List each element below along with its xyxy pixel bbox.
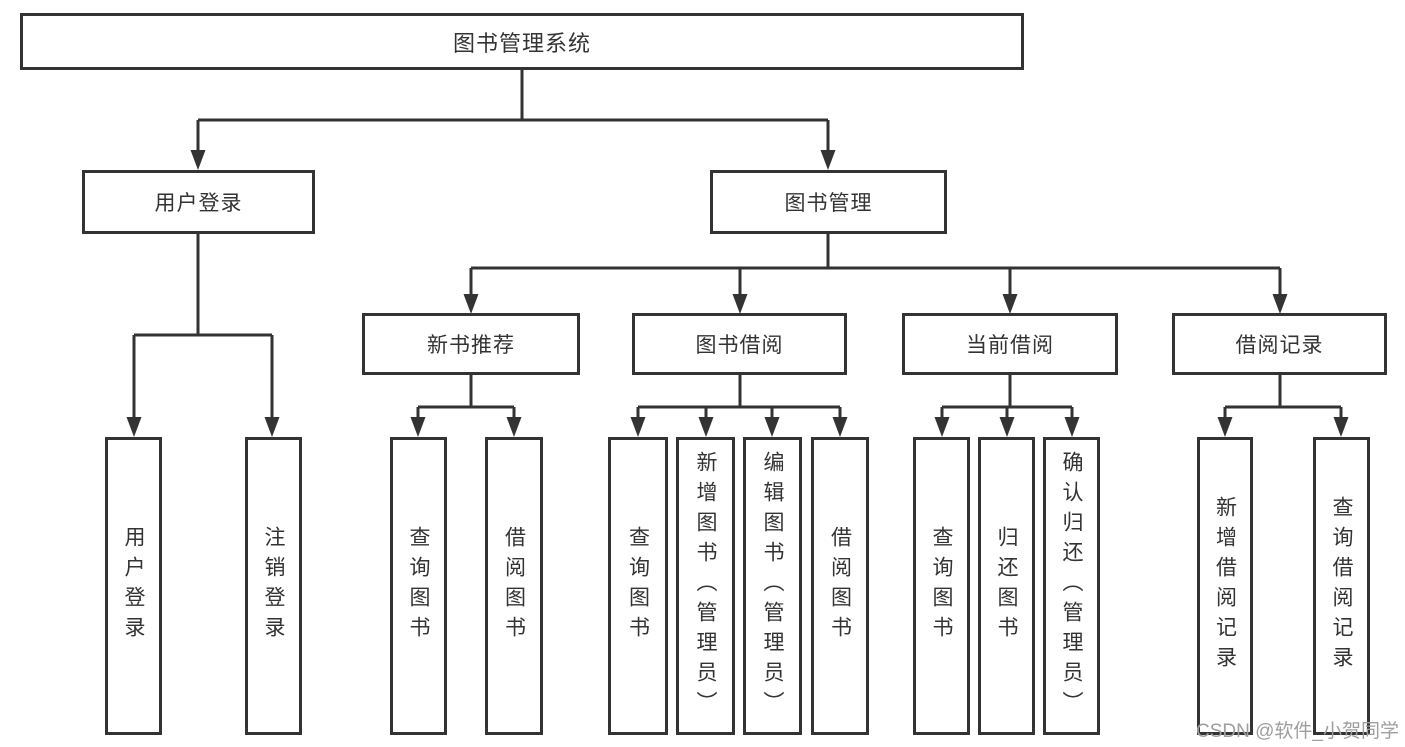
node-new-book-recommend-label: 新书推荐 [427,334,515,357]
arrowhead-cb-confirm [1064,417,1080,437]
arrowhead-leaf-login [126,417,142,437]
leaf-bb-add-books-admin-label: 新增图书（管理员） [694,451,717,721]
leaf-logout: 注销登录 [245,437,302,735]
leaf-cb-query-books: 查询图书 [913,437,970,735]
arrowhead-new-book [463,294,479,314]
arrowhead-leaf-logout [264,417,280,437]
arrowhead-br-add [1217,417,1233,437]
node-root-label: 图书管理系统 [452,30,591,56]
leaf-br-query-record-label: 查询借阅记录 [1330,496,1353,676]
leaf-br-add-record-label: 新增借阅记录 [1213,496,1237,676]
arrowhead-br-query [1333,417,1349,437]
leaf-nb-borrow-books-label: 借阅图书 [502,526,526,646]
node-borrowing-records-label: 借阅记录 [1235,334,1324,357]
arrowhead-book-borrow [732,294,748,314]
leaf-user-login: 用户登录 [105,437,162,735]
arrowhead-bb-add [698,417,714,437]
arrowhead-book-mgmt [820,150,836,170]
leaf-bb-borrow-books-label: 借阅图书 [828,526,852,646]
leaf-cb-return-books: 归还图书 [978,437,1035,735]
arrowhead-user-login [190,150,206,170]
node-book-borrowing: 图书借阅 [632,313,847,375]
arrowhead-nb-query [410,417,426,437]
leaf-bb-query-books-label: 查询图书 [626,526,650,646]
node-current-borrowing: 当前借阅 [902,313,1118,375]
leaf-br-add-record: 新增借阅记录 [1197,437,1253,735]
node-user-login-label: 用户登录 [154,192,243,215]
arrowhead-borrow-record [1272,294,1288,314]
arrowhead-nb-borrow [506,417,522,437]
leaf-bb-borrow-books: 借阅图书 [811,437,869,735]
csdn-watermark-text: CSDN @软件_小贺同学 [1196,721,1399,742]
leaf-cb-query-books-label: 查询图书 [930,526,953,646]
arrowhead-current-borrow [1002,294,1018,314]
leaf-cb-confirm-return-admin: 确认归还（管理员） [1043,437,1100,735]
arrowhead-cb-query [934,417,950,437]
leaf-cb-return-books-label: 归还图书 [995,526,1018,646]
node-book-management-label: 图书管理 [784,192,873,215]
leaf-bb-edit-books-admin: 编辑图书（管理员） [743,437,802,735]
leaf-bb-add-books-admin: 新增图书（管理员） [676,437,735,735]
node-new-book-recommend: 新书推荐 [362,313,580,375]
leaf-nb-query-books-label: 查询图书 [407,526,430,646]
leaf-nb-borrow-books: 借阅图书 [485,437,543,735]
arrowhead-bb-borrow [832,417,848,437]
node-current-borrowing-label: 当前借阅 [966,334,1054,357]
csdn-watermark: CSDN @软件_小贺同学 [1196,716,1399,743]
node-root-system: 图书管理系统 [20,13,1024,70]
leaf-user-login-label: 用户登录 [122,526,145,646]
leaf-cb-confirm-return-admin-label: 确认归还（管理员） [1060,451,1083,721]
arrowhead-bb-edit [764,417,780,437]
leaf-nb-query-books: 查询图书 [390,437,447,735]
leaf-bb-query-books: 查询图书 [608,437,668,735]
arrowhead-bb-query [630,417,646,437]
node-borrowing-records: 借阅记录 [1172,313,1387,375]
node-user-login: 用户登录 [82,170,315,234]
leaf-bb-edit-books-admin-label: 编辑图书（管理员） [761,451,784,721]
node-book-management: 图书管理 [710,170,947,234]
leaf-logout-label: 注销登录 [262,526,285,646]
arrowhead-cb-return [999,417,1015,437]
node-book-borrowing-label: 图书借阅 [695,334,784,357]
leaf-br-query-record: 查询借阅记录 [1313,437,1370,735]
